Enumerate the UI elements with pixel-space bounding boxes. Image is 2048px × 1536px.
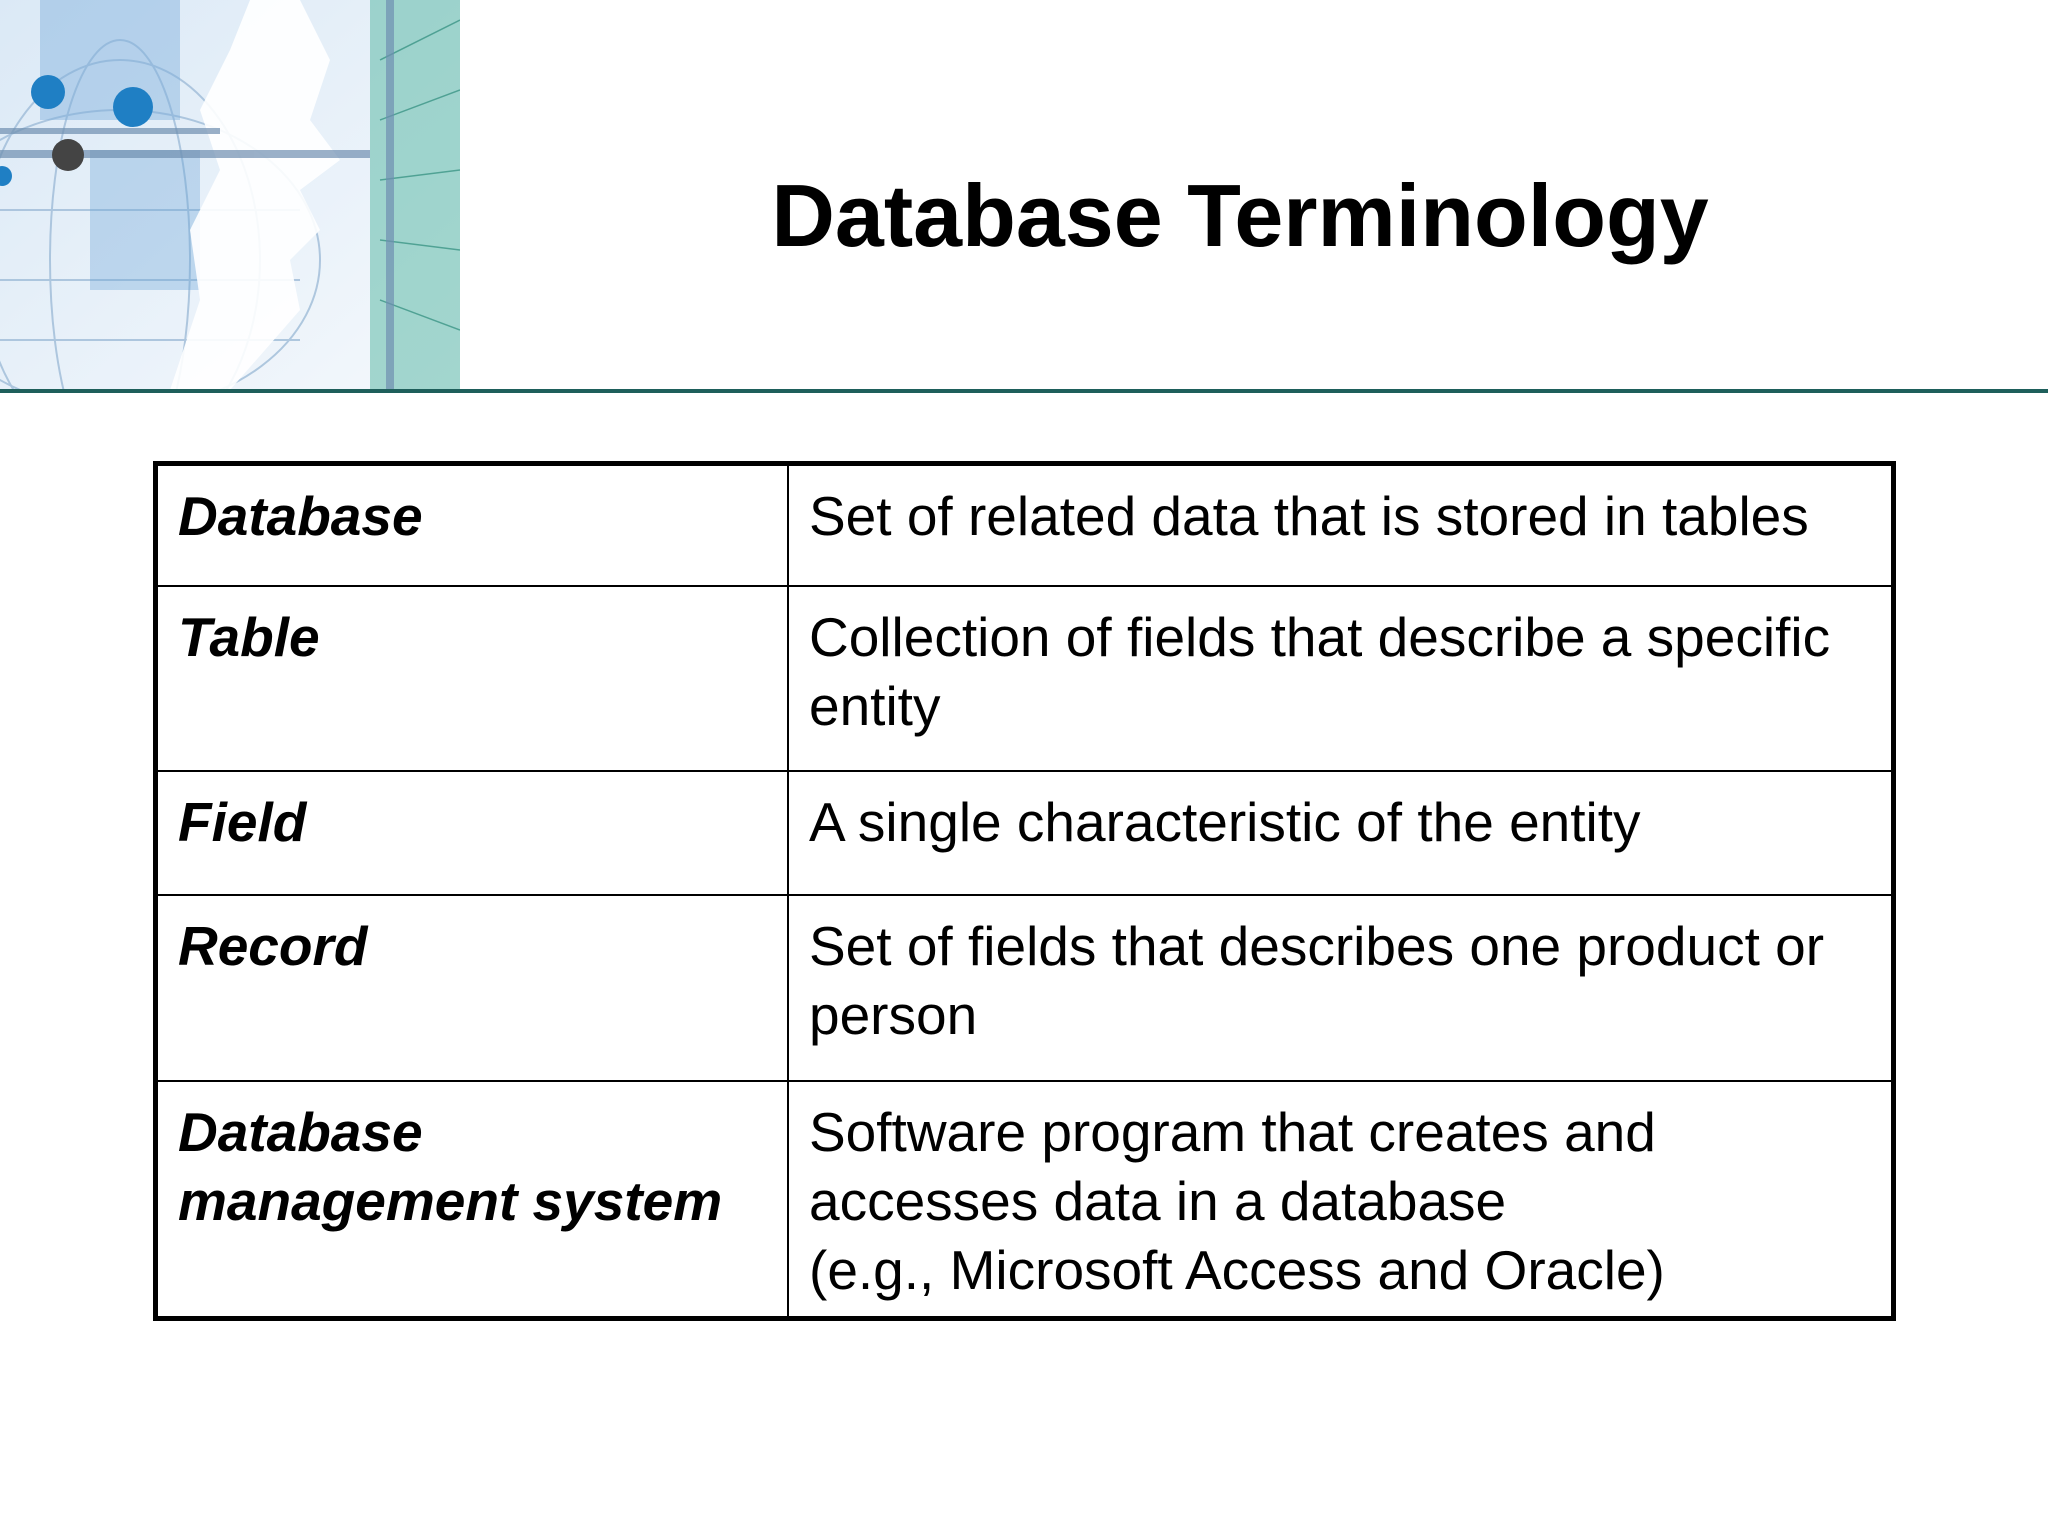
table-row: Table Collection of fields that describe… (154, 585, 1895, 772)
table-row: Field A single characteristic of the ent… (154, 770, 1895, 896)
definition-cell: Set of related data that is stored in ta… (787, 462, 1895, 587)
header-divider (0, 389, 2048, 393)
term-cell: Field (154, 770, 789, 896)
table-row: Database management system Software prog… (154, 1080, 1895, 1320)
header-decorative-art (0, 0, 460, 390)
definition-cell: A single characteristic of the entity (787, 770, 1895, 896)
slide-title: Database Terminology (771, 166, 1709, 265)
terminology-table: Database Set of related data that is sto… (153, 461, 1896, 1321)
definition-cell: Set of fields that describes one product… (787, 894, 1895, 1082)
term-cell: Table (154, 585, 789, 772)
term-cell: Database (154, 462, 789, 587)
definition-cell: Collection of fields that describe a spe… (787, 585, 1895, 772)
term-cell: Record (154, 894, 789, 1082)
term-cell: Database management system (154, 1080, 789, 1320)
table-row: Record Set of fields that describes one … (154, 894, 1895, 1082)
definition-cell: Software program that creates and access… (787, 1080, 1895, 1320)
table-row: Database Set of related data that is sto… (154, 462, 1895, 587)
